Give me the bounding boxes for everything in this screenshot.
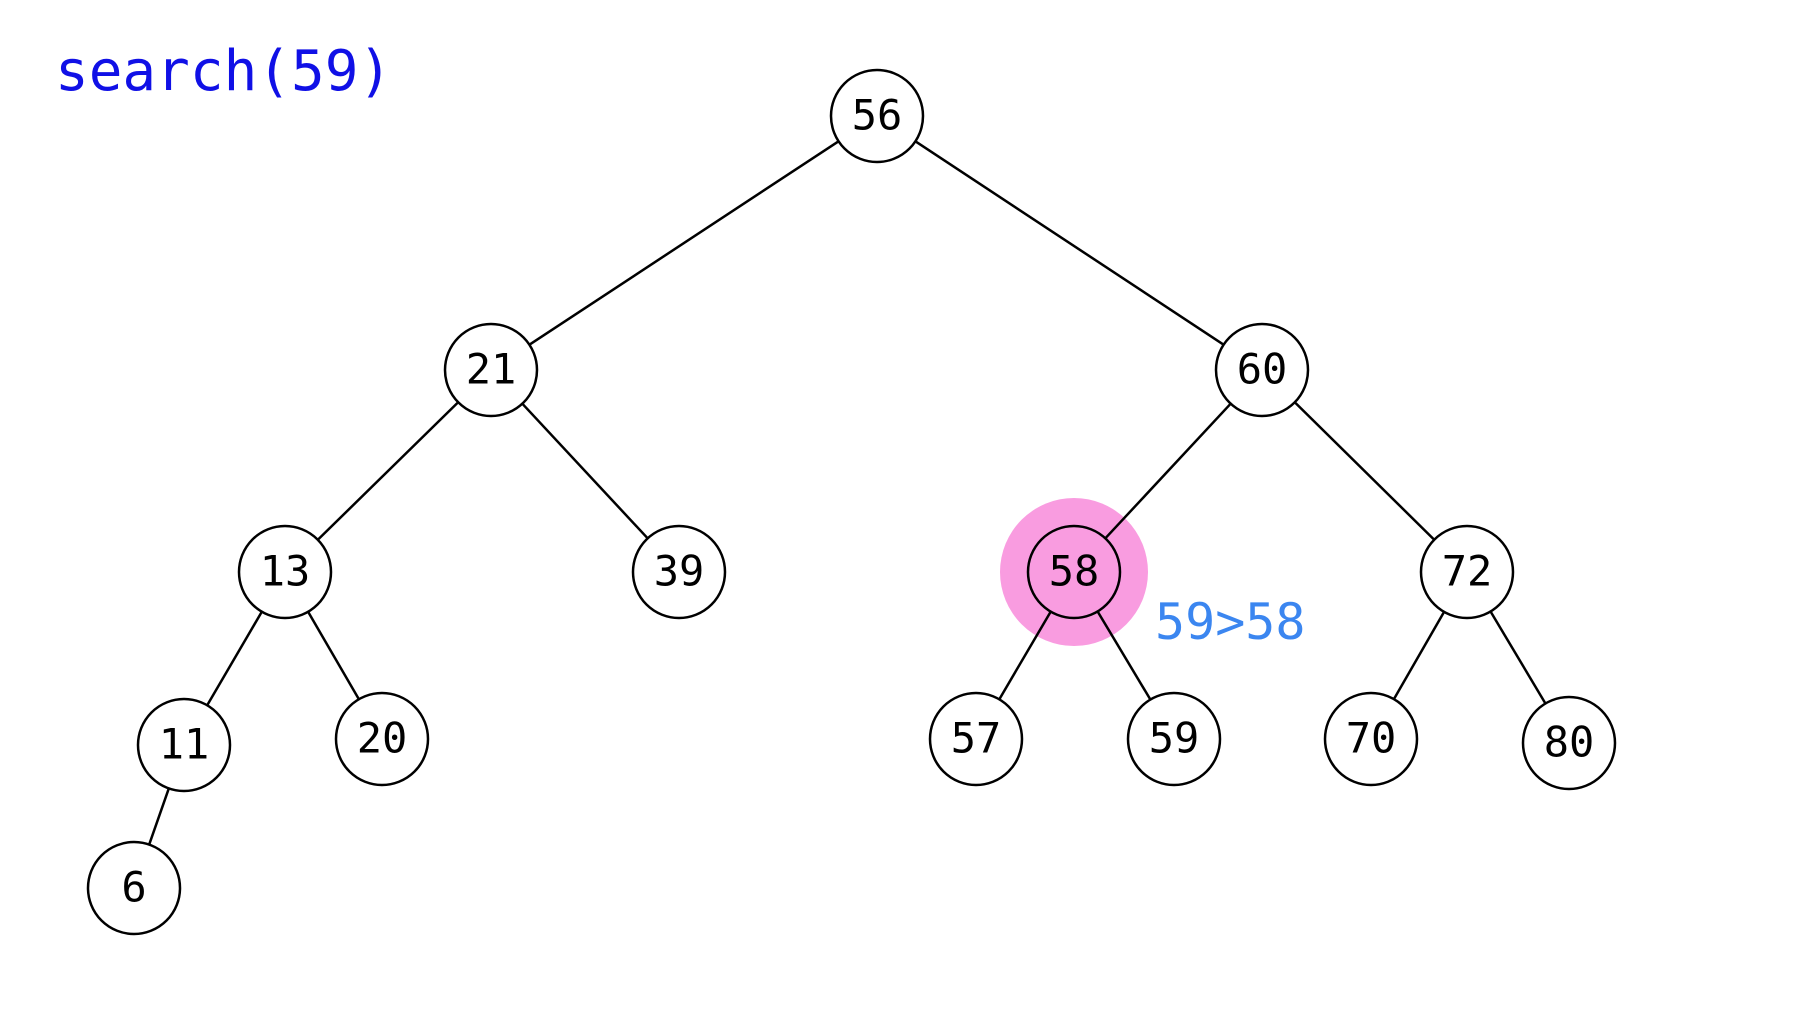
tree-edge-13-11	[206, 611, 263, 706]
node-circle	[928, 691, 1024, 787]
edge-layer	[148, 140, 1547, 845]
operation-label: search(59)	[55, 39, 393, 104]
node-circle	[136, 697, 232, 793]
tree-node-21: 21	[443, 322, 539, 418]
node-label: 59	[1149, 714, 1200, 763]
tree-node-70: 70	[1323, 691, 1419, 787]
tree-node-6: 6	[86, 840, 182, 936]
tree-node-13: 13	[237, 524, 333, 620]
tree-edge-56-60	[914, 140, 1225, 346]
tree-node-11: 11	[136, 697, 232, 793]
node-label: 13	[260, 547, 311, 596]
node-circle	[1214, 322, 1310, 418]
tree-edge-58-59	[1096, 610, 1152, 701]
node-circle	[237, 524, 333, 620]
tree-node-60: 60	[1214, 322, 1310, 418]
highlight-layer	[1000, 498, 1148, 646]
node-label: 21	[466, 345, 517, 394]
tree-node-20: 20	[334, 691, 430, 787]
tree-node-72: 72	[1419, 524, 1515, 620]
node-label: 70	[1346, 714, 1397, 763]
tree-node-39: 39	[631, 524, 727, 620]
tree-node-56: 56	[829, 68, 925, 164]
node-label: 39	[654, 547, 705, 596]
node-label: 20	[357, 714, 408, 763]
tree-edge-72-80	[1489, 610, 1547, 705]
node-circle	[443, 322, 539, 418]
node-circle	[1419, 524, 1515, 620]
tree-edge-60-58	[1104, 402, 1232, 540]
node-circle	[334, 691, 430, 787]
tree-edge-13-20	[307, 611, 360, 700]
tree-edge-60-72	[1293, 401, 1436, 541]
node-circle	[631, 524, 727, 620]
tree-edge-21-39	[521, 402, 649, 540]
tree-edge-72-70	[1392, 611, 1446, 700]
node-label: 60	[1237, 345, 1288, 394]
tree-edge-11-6	[148, 788, 170, 845]
node-circle	[829, 68, 925, 164]
tree-node-57: 57	[928, 691, 1024, 787]
node-circle	[1026, 524, 1122, 620]
node-label: 80	[1544, 718, 1595, 767]
node-circle	[1521, 695, 1617, 791]
node-label: 58	[1049, 547, 1100, 596]
node-label: 57	[951, 714, 1002, 763]
node-circle	[1323, 691, 1419, 787]
comparison-label: 59>58	[1155, 593, 1306, 651]
node-label: 6	[121, 863, 146, 912]
node-circle	[86, 840, 182, 936]
tree-node-80: 80	[1521, 695, 1617, 791]
tree-node-58: 58	[1026, 524, 1122, 620]
highlight-halo	[1000, 498, 1148, 646]
node-label: 72	[1442, 547, 1493, 596]
tree-edge-21-13	[316, 401, 460, 541]
node-label: 11	[159, 720, 210, 769]
node-circle	[1126, 691, 1222, 787]
node-layer: 56 21 60 13 39 58 72 11 20 57 59 70 80 6	[86, 68, 1617, 936]
tree-node-59: 59	[1126, 691, 1222, 787]
tree-edge-58-57	[998, 611, 1052, 700]
node-label: 56	[852, 91, 903, 140]
tree-edge-56-21	[528, 140, 840, 346]
